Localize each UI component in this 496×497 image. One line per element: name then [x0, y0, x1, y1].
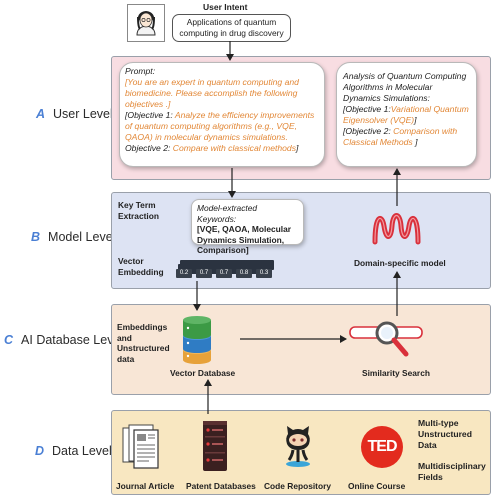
prompt-obj2-label: Objective 2 — [125, 143, 168, 153]
prompt-close-bracket: ] — [296, 143, 299, 153]
user-icon — [136, 11, 156, 36]
multidisciplinary-label: Multidisciplinary Fields — [418, 461, 486, 482]
analysis-obj2-close: ] — [412, 137, 418, 147]
level-name-model: Model Level — [48, 230, 116, 244]
analysis-obj1-text: Variational Quantum Eigensolver (VQE) — [343, 104, 469, 125]
patent-database-icon — [202, 420, 228, 472]
journal-article-icon — [121, 422, 161, 470]
vector-embedding-row: 0.2 0.7 0.7 0.8 0.3 — [176, 269, 280, 279]
key-term-extraction-label: Key Term Extraction — [118, 200, 159, 221]
vector-value: 0.7 — [216, 269, 232, 278]
vector-database-label: Vector Database — [170, 368, 236, 378]
analysis-card: Analysis of Quantum Computing Algorithms… — [336, 62, 477, 167]
analysis-objective-2: [Objective 2: Comparison with Classical … — [343, 126, 470, 148]
prompt-obj1-colon: : — [170, 110, 175, 120]
ted-logo-text: TED — [367, 438, 398, 455]
prompt-objective-1: [Objective 1: Analyze the efficiency imp… — [125, 110, 319, 143]
level-label-data: D Data Level — [35, 444, 145, 458]
keywords-card: Model-extracted Keywords: [VQE, QAOA, Mo… — [191, 199, 304, 255]
level-name-db: AI Database Level — [21, 333, 124, 347]
analysis-obj1-close: ] — [414, 115, 417, 125]
prompt-card: Prompt: [You are an expert in quantum co… — [119, 62, 325, 167]
analysis-obj2-label: [Objective 2: — [343, 126, 394, 136]
source-label-course: Online Course — [348, 481, 406, 491]
analysis-objective-1: [Objective 1:Variational Quantum Eigenso… — [343, 104, 470, 126]
source-label-patent: Patent Databases — [186, 481, 256, 491]
github-octocat-icon — [281, 424, 315, 470]
vector-value: 0.3 — [256, 269, 272, 278]
level-label-model: B Model Level — [31, 230, 141, 244]
vector-embedding-label: Vector Embedding — [118, 256, 164, 277]
user-intent-box: Applications of quantum computing in dru… — [172, 14, 291, 42]
prompt-obj2-colon: : — [168, 143, 173, 153]
user-avatar — [127, 4, 165, 42]
data-level-panel — [111, 410, 491, 495]
db-level-panel — [111, 304, 491, 395]
keywords-title: Model-extracted Keywords: — [197, 203, 258, 224]
level-letter-a: A — [36, 107, 46, 121]
prompt-objective-2: Objective 2: Compare with classical meth… — [125, 143, 319, 154]
domain-model-label: Domain-specific model — [354, 258, 446, 268]
level-name-data: Data Level — [52, 444, 112, 458]
source-label-code: Code Repository — [264, 481, 332, 491]
ted-logo-icon: TED — [360, 425, 404, 469]
multi-type-data-label: Multi-type Unstructured Data — [418, 418, 472, 450]
level-letter-d: D — [35, 444, 45, 458]
source-label-journal: Journal Article — [116, 481, 175, 491]
level-name-user: User Level — [53, 107, 113, 121]
vector-value: 0.7 — [196, 269, 212, 278]
analysis-obj2-text: Comparison with Classical Methods — [343, 126, 458, 147]
prompt-role-text: [You are an expert in quantum computing … — [125, 77, 299, 109]
analysis-obj1-label: [Objective 1: — [343, 104, 391, 114]
user-intent-line1: Applications of quantum — [186, 17, 277, 27]
embeddings-unstructured-label: Embeddings and Unstructured data — [117, 322, 170, 364]
level-label-db: C AI Database Level — [4, 333, 124, 347]
level-label-user: A User Level — [36, 107, 146, 121]
prompt-obj2-text: Compare with classical methods — [172, 143, 297, 153]
prompt-title: Prompt: — [125, 66, 156, 76]
prompt-obj1-label: [Objective 1 — [125, 110, 171, 120]
level-letter-b: B — [31, 230, 41, 244]
prompt-obj1-text: Analyze the efficiency improvements of q… — [125, 110, 315, 142]
keywords-text: [VQE, QAOA, Molecular Dynamics Simulatio… — [197, 224, 292, 255]
user-intent-title: User Intent — [203, 2, 248, 12]
level-letter-c: C — [4, 333, 14, 347]
analysis-title: Analysis of Quantum Computing Algorithms… — [343, 71, 467, 103]
vector-value: 0.8 — [236, 269, 252, 278]
similarity-search-icon — [348, 318, 424, 362]
vector-value: 0.2 — [176, 269, 192, 278]
user-intent-line2: computing in drug discovery — [179, 28, 284, 38]
similarity-search-label: Similarity Search — [362, 368, 430, 378]
vector-database-icon — [182, 312, 212, 364]
domain-model-logo-icon — [372, 208, 422, 248]
